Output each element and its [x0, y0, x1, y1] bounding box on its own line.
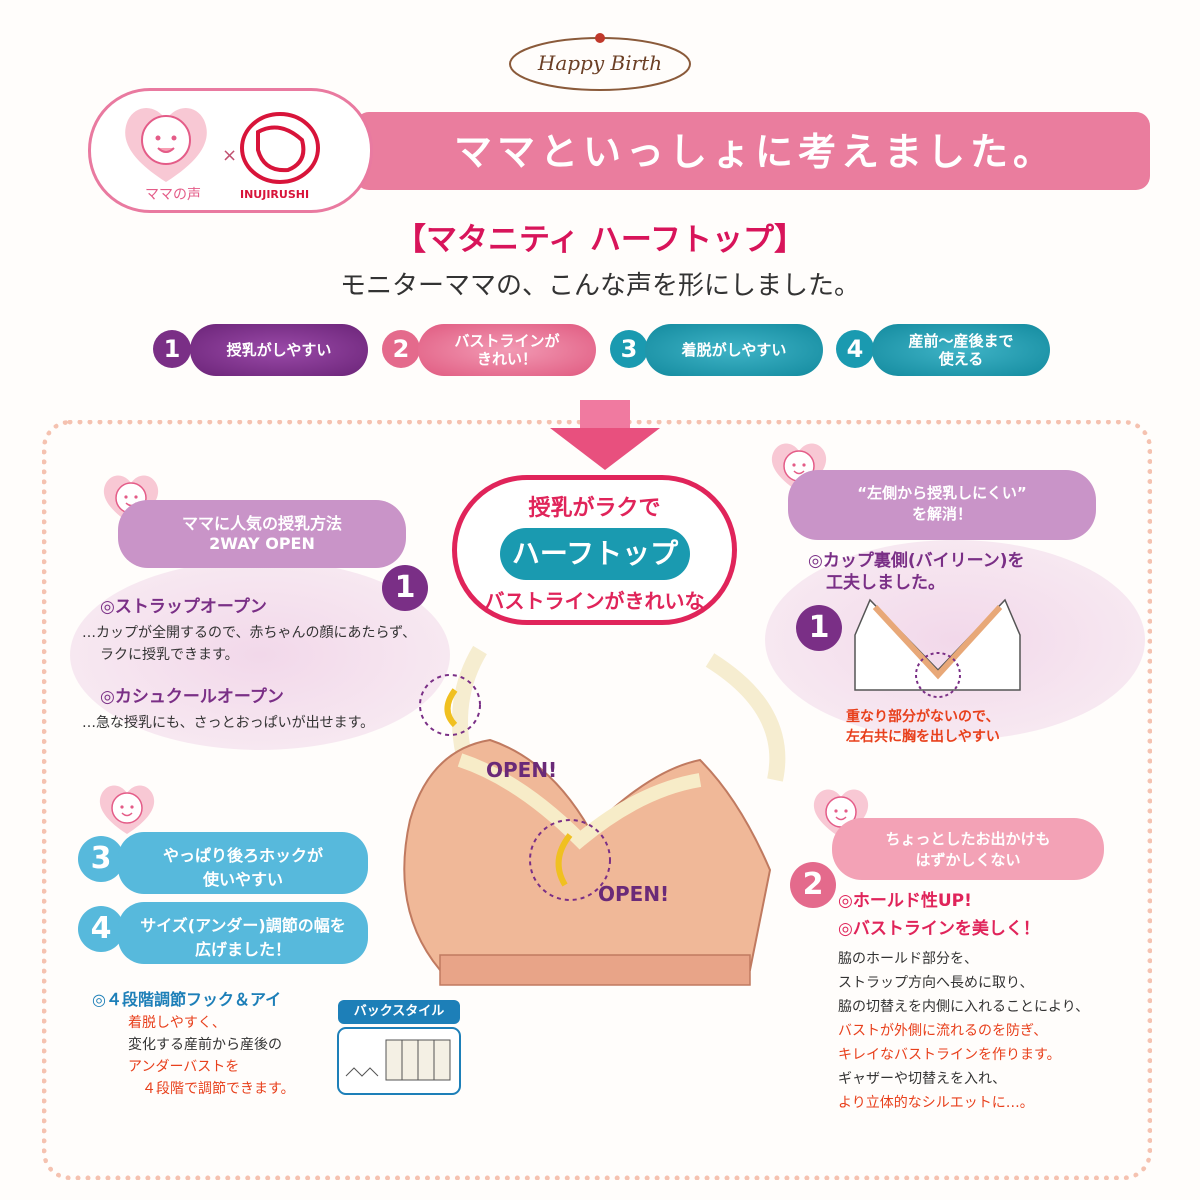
right-bottom-pill: ちょっとしたお出かけも はずかしくない [832, 818, 1104, 880]
voice-label: ママの声 [145, 187, 201, 203]
header-title: ママといっしょに考えました。 [453, 130, 1056, 174]
back-style-label: バックスタイル [338, 1000, 460, 1024]
right-bottom-pill-line1: ちょっとしたお出かけも [885, 830, 1051, 848]
right-top-note-1: 重なり部分がないので、 [846, 709, 1000, 725]
feature-3-number: 3 [610, 330, 648, 368]
times-symbol: × [222, 145, 238, 166]
right-bottom-number: 2 [790, 862, 836, 908]
feature-4-label: 産前〜産後まで 使える [872, 324, 1050, 376]
right-bottom-body-5: キレイなバストラインを作ります。 [838, 1047, 1061, 1063]
feature-2-label: バストラインが きれい！ [418, 324, 596, 376]
center-badge-pill: ハーフトップ [500, 528, 690, 580]
hook-body-3: アンダーバストを [128, 1059, 240, 1075]
strap-open-body-2: ラクに授乳できます。 [100, 647, 239, 663]
left-bottom-pill-4: サイズ(アンダー)調節の幅を 広げました！ [118, 902, 368, 964]
right-bottom-body-7: より立体的なシルエットに…。 [838, 1095, 1034, 1111]
cup-lining-illustration [854, 598, 1021, 698]
right-bottom-body-2: ストラップ方向へ長めに取り、 [838, 975, 1034, 991]
right-top-note-2: 左右共に胸を出しやすい [846, 729, 1000, 745]
mama-face-icon [813, 789, 869, 838]
back-hook-illustration [337, 1027, 461, 1095]
center-badge-bottom: バストラインがきれいな [484, 589, 705, 613]
right-top-pill-line1: “左側から授乳しにくい” [857, 484, 1027, 502]
open-label-lower: OPEN! [598, 882, 670, 906]
strap-open-title: ◎ストラップオープン [100, 597, 267, 617]
cross-open-body: …急な授乳にも、さっとおっぱいが出せます。 [82, 715, 375, 731]
logo-text: Happy Birth [537, 51, 662, 75]
right-bottom-body-4: バストが外側に流れるのを防ぎ、 [838, 1023, 1048, 1039]
right-bottom-pill-line2: はずかしくない [915, 851, 1021, 869]
pill-4-line1: サイズ(アンダー)調節の幅を [140, 916, 346, 935]
right-bottom-body-6: ギャザーや切替えを入れ、 [838, 1071, 1007, 1087]
open-label-upper: OPEN! [486, 758, 558, 782]
left-top-pill: ママに人気の授乳方法 2WAY OPEN [118, 500, 406, 568]
left-top-number: 1 [382, 565, 428, 611]
product-title: 【マタニティ ハーフトップ】 [394, 222, 806, 258]
cross-open-title: ◎カシュクールオープン [100, 687, 284, 707]
hook-body-2: 変化する産前から産後の [128, 1037, 282, 1053]
mama-face-icon [125, 108, 207, 182]
feature-3-label: 着脱がしやすい [645, 324, 823, 376]
pill-3-line2: 使いやすい [202, 870, 283, 889]
left-top-pill-line1: ママに人気の授乳方法 [181, 514, 342, 533]
hook-body-1: 着脱しやすく、 [128, 1015, 226, 1031]
hook-title: ◎４段階調節フック＆アイ [92, 990, 282, 1009]
inujirushi-logo-icon [240, 112, 320, 184]
hook-body-4: ４段階で調節できます。 [142, 1081, 295, 1097]
pill-3-line1: やっぱり後ろホックが [162, 846, 323, 865]
right-bottom-body-1: 脇のホールド部分を、 [838, 951, 978, 967]
right-top-title-2: 工夫しました。 [826, 573, 945, 593]
right-top-title-1: ◎カップ裏側(バイリーン)を [808, 551, 1025, 571]
down-arrow-icon [550, 400, 660, 470]
right-bottom-body-3: 脇の切替えを内側に入れることにより、 [838, 999, 1090, 1015]
header-banner [355, 112, 1150, 190]
product-subtitle: モニターママの、こんな声を形にしました。 [339, 271, 860, 301]
half-top-illustration [403, 645, 786, 986]
right-bottom-title-1: ◎ホールド性UP! [838, 891, 972, 911]
strap-open-body-1: …カップが全開するので、赤ちゃんの顔にあたらず、 [82, 625, 417, 641]
left-bottom-number-3: 3 [78, 836, 124, 882]
right-top-pill-line2: を解消！ [911, 505, 972, 523]
right-bottom-title-2: ◎バストラインを美しく！ [838, 919, 1040, 939]
feature-1-number: 1 [153, 330, 191, 368]
pill-4-line2: 広げました！ [194, 940, 291, 959]
feature-2-number: 2 [382, 330, 420, 368]
feature-4-number: 4 [836, 330, 874, 368]
left-bottom-pill-3: やっぱり後ろホックが 使いやすい [118, 832, 368, 894]
right-top-pill: “左側から授乳しにくい” を解消！ [788, 470, 1096, 540]
mama-face-icon [99, 785, 155, 834]
center-badge-top: 授乳がラクで [528, 496, 661, 521]
feature-1-label: 授乳がしやすい [190, 324, 368, 376]
brand-label: INUJIRUSHI [240, 188, 310, 201]
left-bottom-number-4: 4 [78, 906, 124, 952]
left-top-pill-line2: 2WAY OPEN [209, 534, 315, 553]
right-top-number: 1 [796, 605, 842, 651]
happy-birth-logo: Happy Birth [509, 33, 691, 91]
